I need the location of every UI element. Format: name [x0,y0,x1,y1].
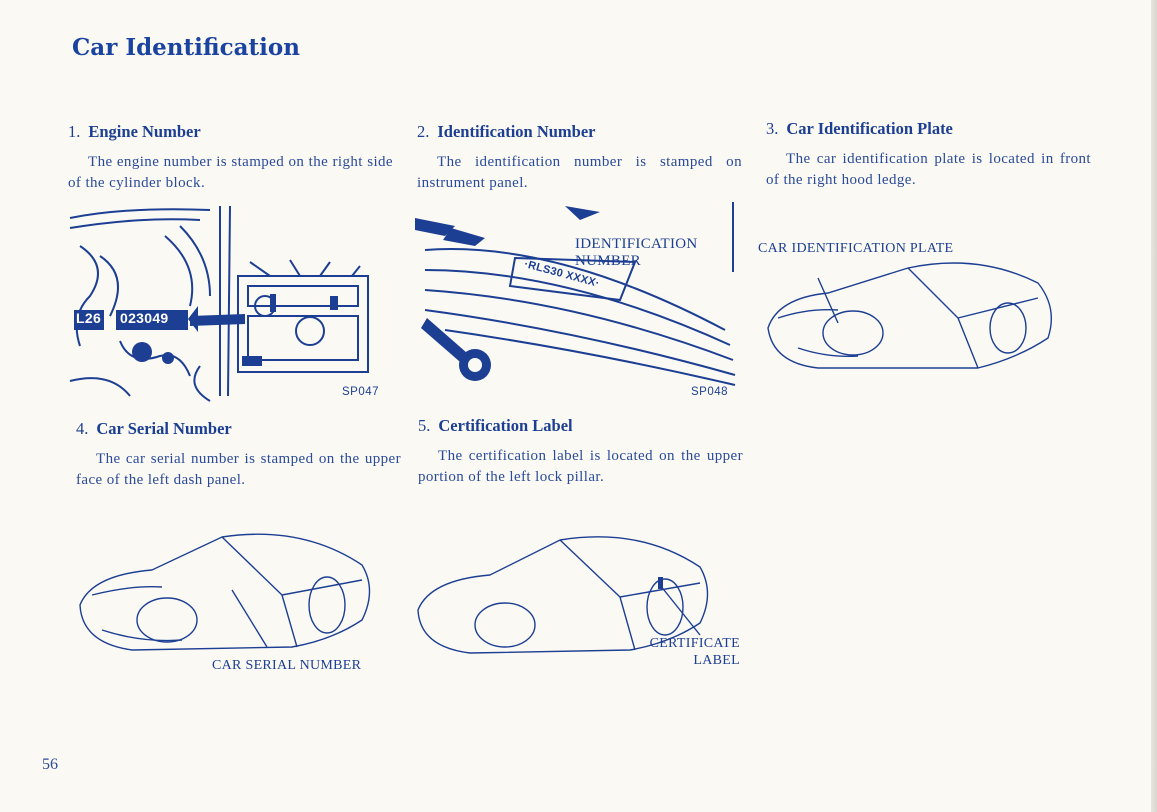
section-text: The engine number is stamped on the righ… [68,154,393,191]
figure-code: SP048 [691,386,729,398]
figure-code: SP047 [342,386,380,398]
engine-serial-callout: 023049 [120,310,169,326]
section-heading: 1.Engine Number [68,122,201,141]
engine-figure: L26 023049 SP047 [69,205,390,406]
page-number: 56 [42,756,58,773]
plate-location-figure: CAR IDENTIFICATION PLATE [758,238,1058,388]
plate-callout: CAR IDENTIFICATION PLATE [758,241,954,256]
section-text: The certification label is located on th… [418,448,743,485]
serial-callout: CAR SERIAL NUMBER [212,658,362,673]
section-heading: 2.Identification Number [417,122,596,141]
section-car-identification-plate: 3.Car Identification Plate The car ident… [766,119,1091,191]
section-identification-number: 2.Identification Number The identificati… [417,122,742,194]
section-heading: 3.Car Identification Plate [766,119,953,138]
section-car-serial-number: 4.Car Serial Number The car serial numbe… [76,419,401,491]
certificate-location-figure: CERTIFICATE LABEL [410,525,740,675]
engine-model-callout: L26 [76,310,102,326]
section-engine-number: 1.Engine Number The engine number is sta… [68,122,393,194]
page-edge [1151,0,1157,812]
instrument-panel-figure: IDENTIFICATION NUMBER ·RLS30 XXXX· SP048 [415,200,740,400]
section-certification-label: 5.Certification Label The certification … [418,416,743,488]
section-text: The identification number is stamped on … [417,154,742,191]
certificate-callout: CERTIFICATE LABEL [649,636,740,668]
serial-location-figure: CAR SERIAL NUMBER [72,525,382,675]
section-text: The car identification plate is located … [766,151,1091,188]
id-number-callout: IDENTIFICATION NUMBER [575,236,698,269]
section-heading: 4.Car Serial Number [76,419,232,438]
page-title: Car Identification [72,34,300,61]
section-heading: 5.Certification Label [418,416,573,435]
section-text: The car serial number is stamped on the … [76,451,401,488]
